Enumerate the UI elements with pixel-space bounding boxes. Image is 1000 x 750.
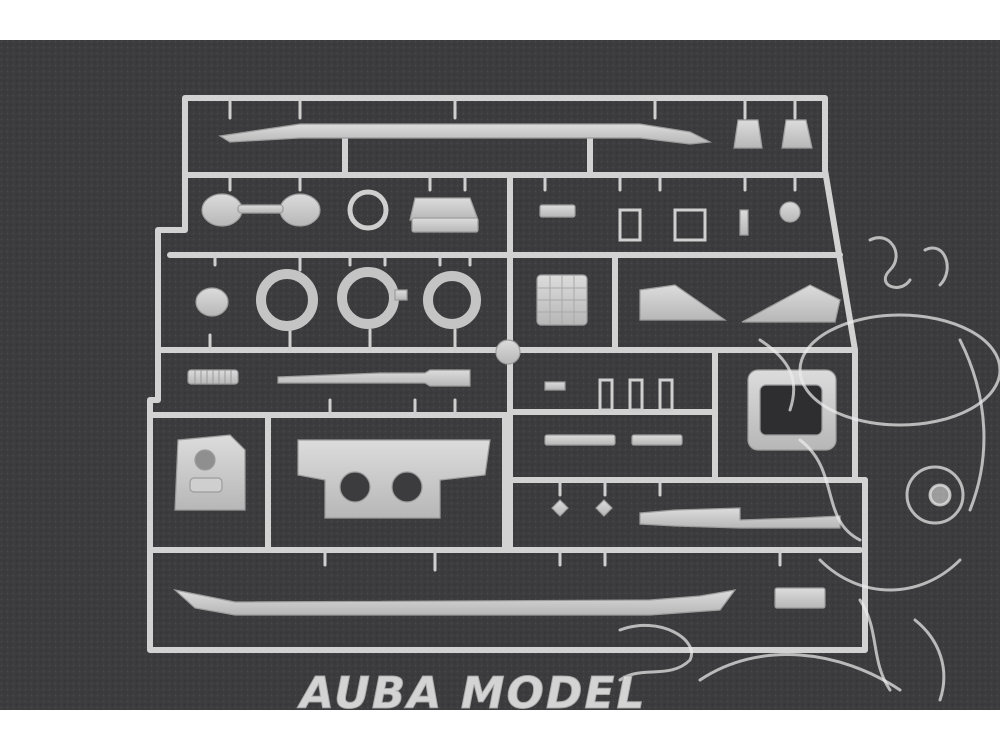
part-wheel-hub: [347, 189, 389, 231]
part-round-hub: [495, 339, 521, 365]
part-ring-1: [256, 269, 318, 331]
sprue-gates: [208, 96, 797, 572]
part-fender-top: [218, 123, 713, 145]
part-bracket-1: [733, 119, 763, 149]
sprue-illustration: [0, 40, 1000, 710]
part-headlamp-right: [279, 193, 321, 227]
part-barrel-1: [277, 369, 471, 387]
part-engine-block: [174, 434, 246, 511]
part-small-block: [539, 204, 576, 218]
sprue-parts: [172, 119, 841, 616]
part-hatch-cover: [409, 197, 479, 221]
part-ring-2: [337, 267, 399, 329]
part-small-plate: [774, 587, 826, 609]
part-ring-3: [423, 271, 481, 329]
mascot-watermark-icon: [618, 236, 1000, 702]
part-fender-bottom: [172, 588, 737, 616]
part-bracket-2: [781, 119, 813, 149]
part-wedge-right: [741, 284, 841, 323]
part-dome: [195, 287, 229, 317]
part-headlamp-left: [201, 193, 243, 227]
sprue-photo: [0, 40, 1000, 710]
watermark-text: AUBA MODEL: [300, 668, 647, 720]
part-wedge-left: [639, 284, 727, 321]
